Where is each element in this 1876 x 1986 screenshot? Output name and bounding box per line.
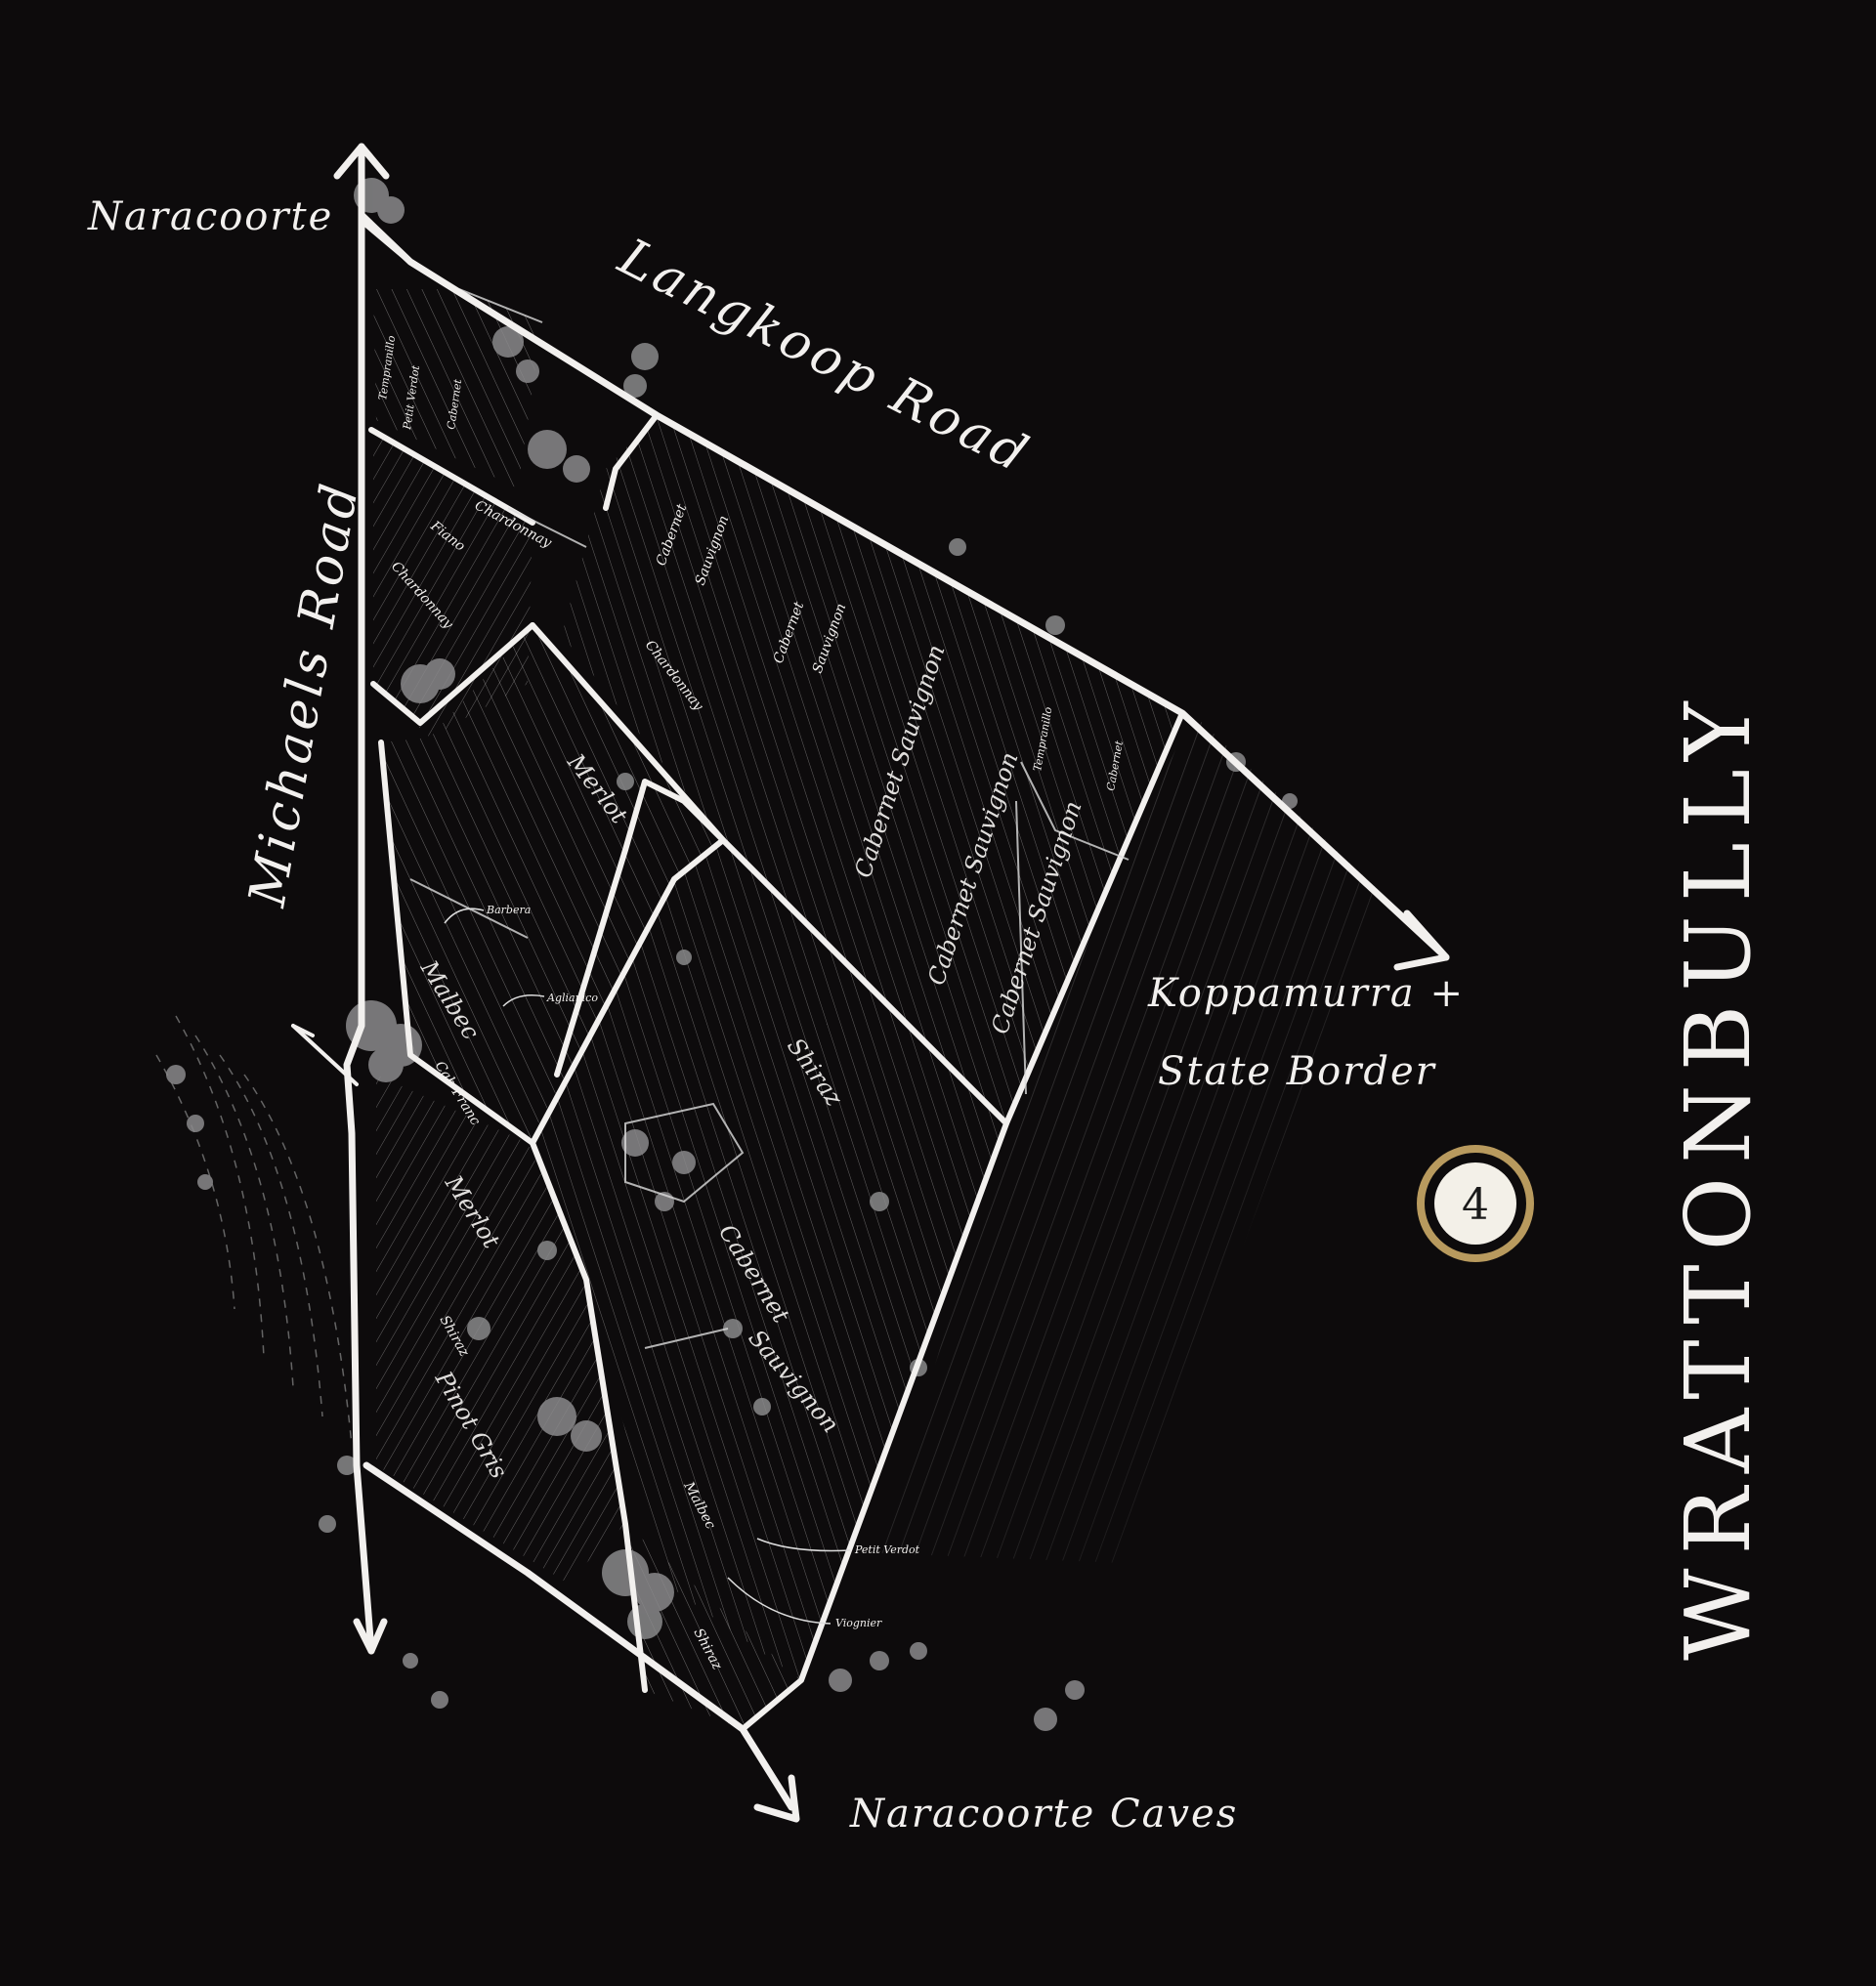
block-label: Petit Verdot: [854, 1543, 920, 1556]
block-label: Viognier: [835, 1617, 882, 1629]
naracoorte-caves-label: Naracoorte Caves: [849, 1792, 1238, 1837]
badge-number: 4: [1462, 1180, 1489, 1230]
main-roads: [333, 143, 1450, 1823]
koppamurra-label-line1: Koppamurra +: [1147, 971, 1465, 1016]
fading-vine-rows: [879, 713, 1378, 1563]
block-east-center: [533, 840, 1006, 1680]
block-center: [381, 625, 723, 1143]
label-leaders: [444, 908, 851, 1625]
region-badge: 4: [1417, 1145, 1534, 1262]
region-title: WRATTONBULLY: [1666, 688, 1770, 1661]
naracoorte-label: Naracoorte: [87, 194, 333, 239]
block-label: Barbera: [486, 904, 531, 916]
koppamurra-label-line2: State Border: [1158, 1049, 1437, 1094]
block-northeast: [562, 415, 1182, 1123]
block-label: Aglianico: [546, 992, 598, 1004]
side-arrow: [291, 1024, 359, 1086]
block-southwest: [376, 1075, 625, 1583]
michaels-road-label: Michaels Road: [238, 477, 371, 912]
western-dashed-arcs: [155, 1015, 353, 1447]
